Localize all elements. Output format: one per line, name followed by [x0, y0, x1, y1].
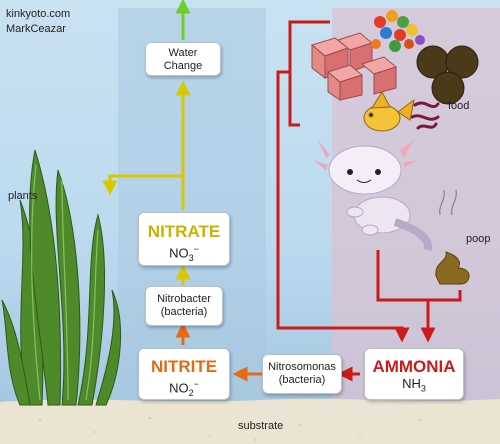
plants-label: plants — [8, 190, 38, 202]
water-change-line1: Water — [168, 47, 198, 59]
nitrosomonas-box: Nitrosomonas (bacteria) — [262, 354, 342, 394]
poop-label: poop — [466, 233, 491, 245]
nitrite-box: NITRITE NO2− — [138, 348, 230, 400]
nitrite-formula-sup: − — [193, 379, 199, 389]
nitrosomonas-line2: (bacteria) — [278, 374, 326, 386]
nitrite-name: NITRITE — [150, 357, 218, 376]
nitrate-box: NITRATE NO3− — [138, 212, 230, 266]
seaweed-highlights — [31, 164, 99, 401]
substrate-label: substrate — [238, 420, 284, 432]
ammonia-formula-sub: 3 — [420, 383, 426, 394]
ammonia-box: AMMONIA NH3 — [364, 348, 464, 400]
nitrobacter-line1: Nitrobacter — [157, 293, 211, 305]
nitrate-formula-sub: 3 — [188, 252, 194, 263]
water-change-line2: Change — [163, 60, 203, 72]
nitrate-formula-base: NO — [169, 245, 189, 261]
credit-site: kinkyoto.com — [6, 8, 71, 20]
poop-illustration — [435, 189, 470, 285]
goldfish-illustration — [363, 91, 415, 132]
nitrite-formula-base: NO — [169, 380, 189, 396]
nitrosomonas-line1: Nitrosomonas — [268, 361, 336, 373]
ammonia-formula-base: NH — [402, 376, 421, 391]
ammonia-source-arrows — [276, 20, 462, 382]
bloodworms-illustration — [410, 101, 440, 130]
nitrobacter-line2: (bacteria) — [160, 306, 208, 318]
nitrite-formula-sub: 2 — [188, 387, 194, 398]
ammonia-name: AMMONIA — [372, 357, 456, 376]
ammonia-formula: NH3 — [365, 376, 463, 397]
food-pellets-illustration — [416, 45, 479, 105]
nitrobacter-box: Nitrobacter (bacteria) — [145, 286, 223, 326]
nitrate-name: NITRATE — [147, 222, 221, 241]
food-label: food — [448, 100, 470, 112]
nitrate-arrows — [102, 80, 191, 285]
substrate-floor — [0, 398, 500, 444]
nitrate-formula-sup: − — [193, 244, 199, 254]
seaweed-plant-illustration — [1, 149, 122, 406]
water-change-box: Water Change — [145, 42, 221, 76]
nitrate-formula: NO3− — [139, 241, 229, 266]
food-cubes-illustration — [310, 32, 398, 101]
axolotl-illustration — [313, 140, 433, 251]
nitrite-formula: NO2− — [139, 376, 229, 401]
sand-speckles — [38, 416, 471, 442]
credit-author: MarkCeazar — [6, 23, 66, 35]
food-flakes-illustration — [371, 10, 425, 52]
